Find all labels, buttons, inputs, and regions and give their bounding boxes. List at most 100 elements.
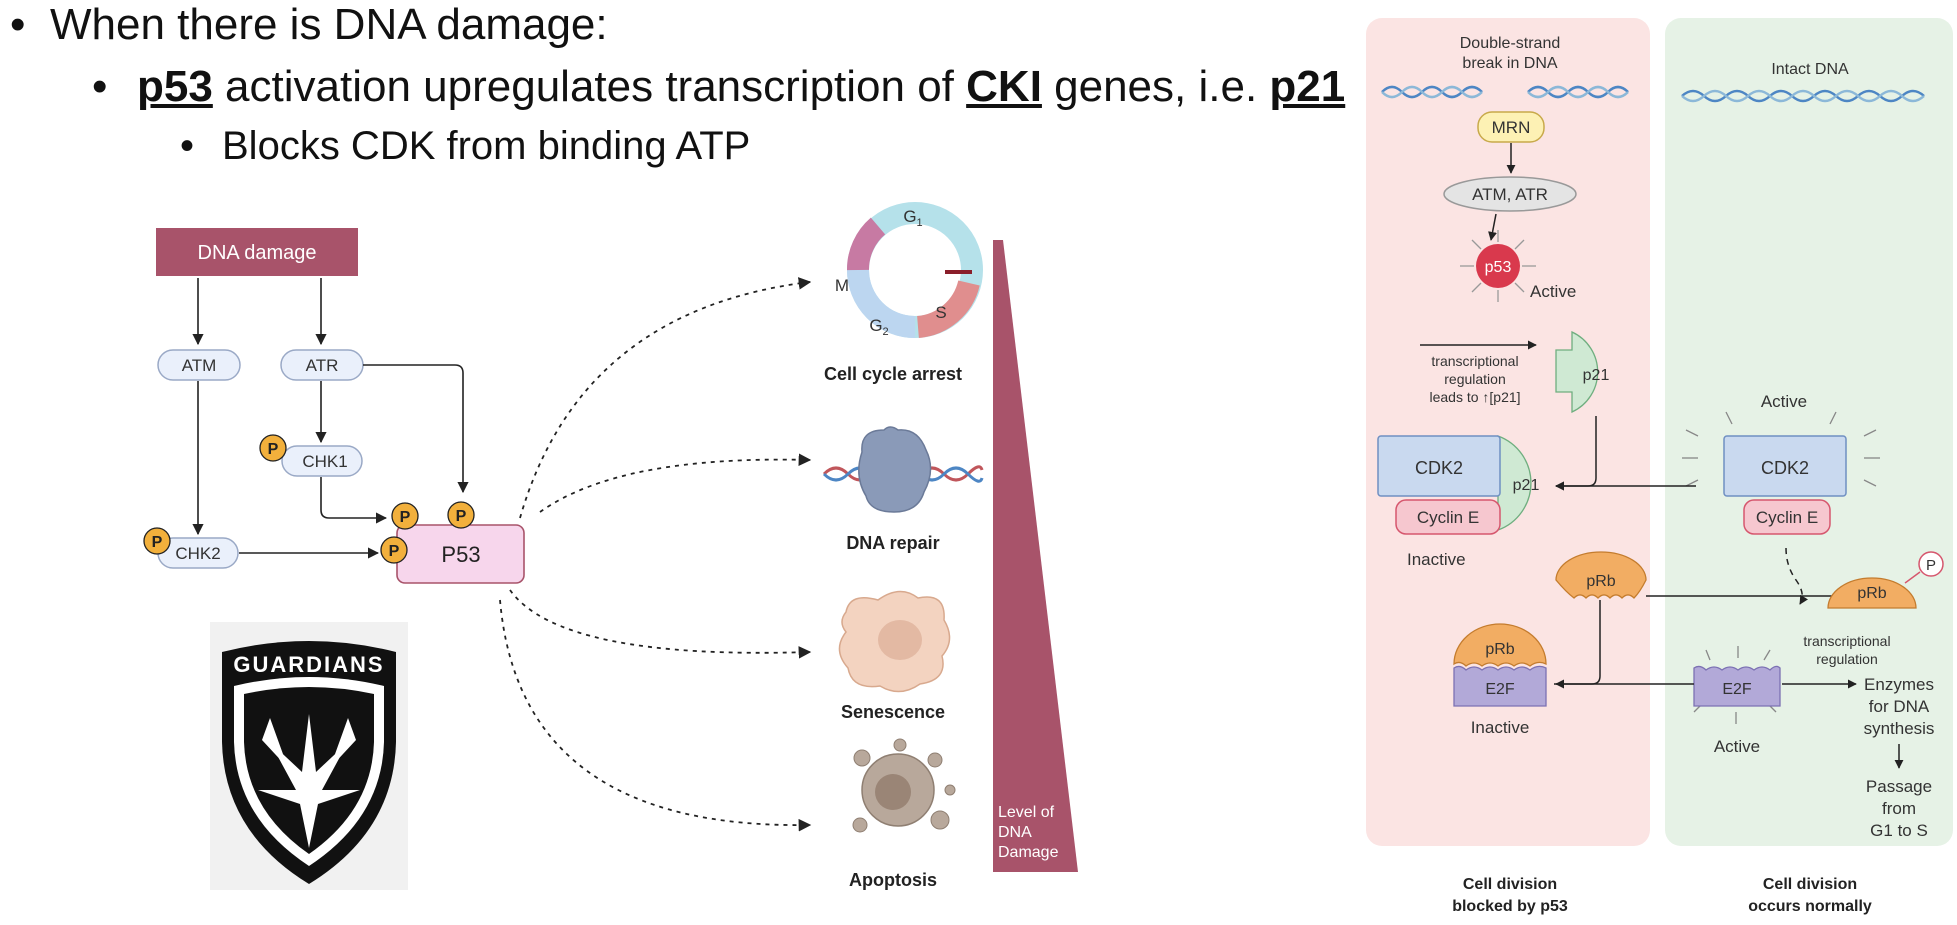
- passage-2: from: [1882, 799, 1916, 818]
- enzymes-2: for DNA: [1869, 697, 1930, 716]
- dashed-arrow-senescence: [509, 589, 812, 659]
- dna-damage-label: DNA damage: [198, 242, 317, 264]
- wedge-label-2: DNA: [998, 824, 1032, 841]
- cdk2-label: CDK2: [1415, 458, 1463, 478]
- dashed-arrow-repair: [539, 453, 812, 513]
- dsb-label-1: Double-strand: [1460, 35, 1561, 52]
- dsb-label-2: break in DNA: [1462, 55, 1557, 72]
- active-label-right: Active: [1761, 392, 1807, 411]
- p53-node: P53: [396, 524, 525, 584]
- intact-dna-label: Intact DNA: [1771, 61, 1849, 78]
- chk2-label: CHK2: [175, 544, 220, 563]
- bullet-dot: •: [92, 62, 108, 111]
- inactive-label-2: Inactive: [1471, 718, 1530, 737]
- e2f-prb-label: pRb: [1485, 641, 1514, 658]
- passage-3: G1 to S: [1870, 821, 1928, 840]
- regulation-3: leads to ↑[p21]: [1429, 389, 1520, 405]
- p53-pathway-diagram: DNA damage ATM ATR CHK1 P CHK2 P P: [143, 202, 1078, 890]
- guardians-logo: GUARDIANS: [210, 622, 408, 890]
- cell-cycle-icon: G1 G2 M S: [835, 202, 983, 338]
- bullet-dot: •: [10, 0, 26, 49]
- phospho-badge: P: [143, 527, 171, 555]
- phospho-badge: P: [391, 502, 419, 530]
- g1-sub: 1: [917, 217, 923, 229]
- apoptosis-cell-icon: [852, 738, 956, 833]
- wedge-label-3: Damage: [998, 844, 1059, 861]
- prb-node: pRb: [1555, 551, 1647, 599]
- bullet-text-2a: activation upregulates transcription of: [212, 62, 967, 111]
- p21-label: p21: [1583, 367, 1610, 384]
- regulation-2: regulation: [1444, 371, 1506, 387]
- prb-phosphorylated-node: pRb P: [1827, 551, 1944, 609]
- cdk2-label-right: CDK2: [1761, 458, 1809, 478]
- caption-left-1: Cell division: [1463, 876, 1557, 893]
- dna-damage-box: DNA damage: [156, 228, 358, 276]
- bullet-text-2b: genes, i.e.: [1041, 62, 1270, 111]
- regulation-1: transcriptional: [1431, 353, 1518, 369]
- enzymes-3: synthesis: [1864, 719, 1935, 738]
- prb-label: pRb: [1586, 573, 1615, 590]
- svg-text:G2: G2: [869, 316, 888, 338]
- e2f-label-right: E2F: [1722, 681, 1752, 698]
- cdk2-inactive-complex: CDK2 Cyclin E p21: [1377, 435, 1540, 535]
- dashed-arrow-apoptosis: [499, 599, 812, 832]
- complex-p21-label: p21: [1513, 477, 1540, 494]
- p53-label: p53: [1485, 259, 1512, 276]
- phospho-badge: P: [259, 434, 287, 462]
- atm-node: ATM: [157, 349, 241, 381]
- regulation-right-1: transcriptional: [1803, 633, 1890, 649]
- bullet-text-2: p53 activation upregulates transcription…: [137, 62, 1345, 112]
- p53-term: p53: [137, 62, 213, 111]
- g2-label: G: [869, 316, 882, 335]
- outcome-label: Apoptosis: [849, 870, 937, 890]
- phospho-badge: P: [380, 536, 408, 564]
- senescence-cell-icon: [838, 590, 951, 693]
- atm-atr-label: ATM, ATR: [1472, 185, 1548, 204]
- e2f-label: E2F: [1485, 681, 1515, 698]
- atm-atr-node: ATM, ATR: [1443, 176, 1577, 212]
- mrn-label: MRN: [1492, 118, 1531, 137]
- phospho-label: P: [389, 543, 400, 560]
- bullet-text-1: When there is DNA damage:: [50, 0, 608, 49]
- caption-left-2: blocked by p53: [1452, 898, 1568, 915]
- p21-free-node: p21: [1555, 330, 1610, 414]
- prb-e2f-inactive-complex: pRb E2F: [1453, 623, 1547, 707]
- phospho-label: P: [152, 534, 163, 551]
- cyclin-e-label-right: Cyclin E: [1756, 508, 1818, 527]
- bullet-dot: •: [180, 124, 195, 168]
- atr-label: ATR: [306, 356, 339, 375]
- atr-node: ATR: [280, 349, 364, 381]
- arrow: [320, 477, 388, 524]
- mrn-node: MRN: [1477, 111, 1545, 143]
- active-label-right-2: Active: [1714, 737, 1760, 756]
- p53-label: P53: [441, 542, 480, 567]
- guardians-shield-icon: GUARDIANS: [222, 641, 396, 884]
- svg-text:G1: G1: [903, 207, 922, 229]
- bullet-text-3: Blocks CDK from binding ATP: [222, 124, 751, 168]
- wedge-label-1: Level of: [998, 804, 1055, 821]
- p-label: P: [1926, 557, 1936, 574]
- phospho-badge: P: [447, 501, 475, 529]
- cyclin-e-label: Cyclin E: [1417, 508, 1479, 527]
- e2f-active-node: E2F: [1693, 646, 1781, 724]
- intact-dna-icon: [1681, 89, 1925, 103]
- phospho-label: P: [456, 508, 467, 525]
- cki-term: CKI: [966, 62, 1042, 111]
- inactive-label: Inactive: [1407, 550, 1466, 569]
- phospho-label: P: [268, 441, 279, 458]
- dashed-arrow-arrest: [519, 277, 812, 519]
- m-label: M: [835, 276, 849, 295]
- atm-label: ATM: [182, 356, 217, 375]
- enzymes-1: Enzymes: [1864, 675, 1934, 694]
- cdk2-active-complex: CDK2 Cyclin E: [1682, 411, 1880, 535]
- p21-prb-diagram: Double-strand break in DNA MRN ATM, ATR …: [1366, 18, 1953, 915]
- prb-label-right: pRb: [1857, 585, 1886, 602]
- damage-level-wedge: Level of DNA Damage: [993, 240, 1078, 872]
- s-label: S: [935, 303, 946, 322]
- caption-right-1: Cell division: [1763, 876, 1857, 893]
- caption-right-2: occurs normally: [1748, 898, 1872, 915]
- outcome-label: DNA repair: [846, 533, 939, 553]
- chk1-label: CHK1: [302, 452, 347, 471]
- p53-active-node: p53: [1460, 230, 1536, 302]
- outcome-label: Cell cycle arrest: [824, 364, 962, 384]
